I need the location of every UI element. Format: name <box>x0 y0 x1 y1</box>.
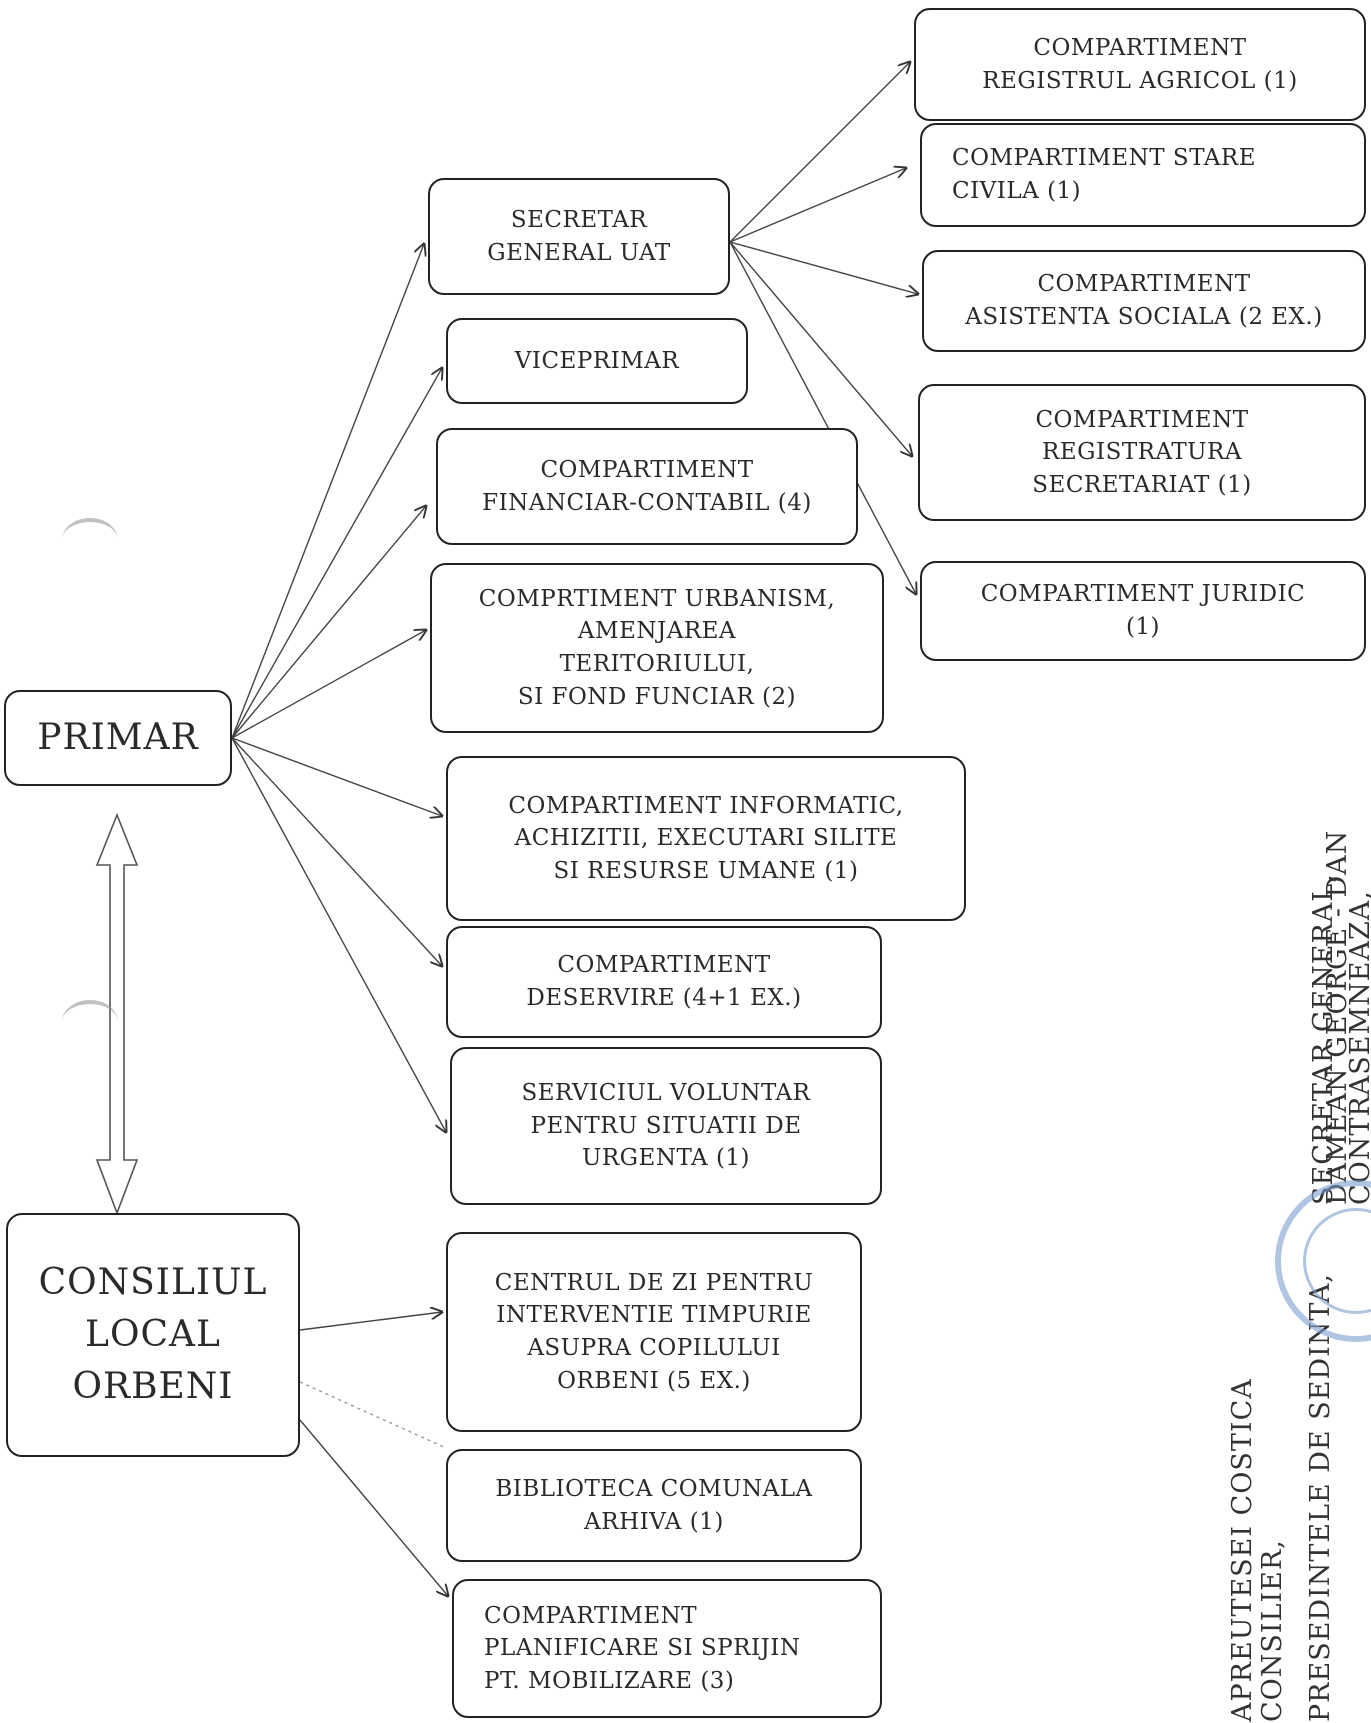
financiar-contabil-box: COMPARTIMENT FINANCIAR-CONTABIL (4) <box>436 428 858 545</box>
link-secretar-registratura <box>729 241 912 456</box>
link-secretar-asistenta <box>729 241 918 294</box>
link-secretar-registru <box>729 62 910 243</box>
consiliul-local-box: CONSILIUL LOCAL ORBENI <box>6 1213 300 1457</box>
signature-presedinte: PRESEDINTELE DE SEDINTA, <box>1305 1273 1336 1722</box>
stare-civila-box: COMPARTIMENT STARE CIVILA (1) <box>920 123 1366 227</box>
punch-hole-top <box>62 518 118 562</box>
link-primar-deservire <box>231 737 442 966</box>
link-primar-secretar <box>231 244 424 739</box>
biblioteca-box: BIBLIOTECA COMUNALA ARHIVA (1) <box>446 1449 862 1562</box>
link-primar-voluntar <box>231 737 446 1132</box>
signature-apreutesei: APREUTESEI COSTICA <box>1227 1378 1258 1722</box>
link-secretar-stare-civila <box>729 168 906 243</box>
official-stamp <box>1275 1180 1371 1342</box>
link-consiliul-centrul <box>299 1312 442 1331</box>
asistenta-sociala-box: COMPARTIMENT ASISTENTA SOCIALA (2 EX.) <box>922 250 1366 352</box>
registrul-agricol-box: COMPARTIMENT REGISTRUL AGRICOL (1) <box>914 8 1366 121</box>
link-primar-informatic <box>231 737 442 816</box>
link-primar-financiar <box>231 506 426 739</box>
link-primar-viceprimar <box>231 368 442 739</box>
punch-hole-bottom <box>62 1000 118 1044</box>
signature-consilier: CONSILIER, <box>1257 1539 1288 1722</box>
deservire-box: COMPARTIMENT DESERVIRE (4+1 EX.) <box>446 926 882 1038</box>
planificare-box: COMPARTIMENT PLANIFICARE SI SPRIJIN PT. … <box>452 1579 882 1718</box>
informatic-box: COMPARTIMENT INFORMATIC, ACHIZITII, EXEC… <box>446 756 966 921</box>
centrul-de-zi-box: CENTRUL DE ZI PENTRU INTERVENTIE TIMPURI… <box>446 1232 862 1432</box>
juridic-box: COMPARTIMENT JURIDIC (1) <box>920 561 1366 661</box>
secretar-general-box: SECRETAR GENERAL UAT <box>428 178 730 295</box>
link-consiliul-biblioteca <box>299 1381 447 1449</box>
signature-damean: DAMEAN GEORGE - DAN <box>1322 829 1353 1205</box>
primar-box: PRIMAR <box>4 690 232 786</box>
link-primar-urbanism <box>231 630 426 739</box>
urbanism-box: COMPRTIMENT URBANISM, AMENJAREA TERITORI… <box>430 563 884 733</box>
link-consiliul-planificare <box>299 1419 448 1596</box>
registratura-box: COMPARTIMENT REGISTRATURA SECRETARIAT (1… <box>918 384 1366 521</box>
viceprimar-box: VICEPRIMAR <box>446 318 748 404</box>
serviciul-voluntar-box: SERVICIUL VOLUNTAR PENTRU SITUATII DE UR… <box>450 1047 882 1205</box>
